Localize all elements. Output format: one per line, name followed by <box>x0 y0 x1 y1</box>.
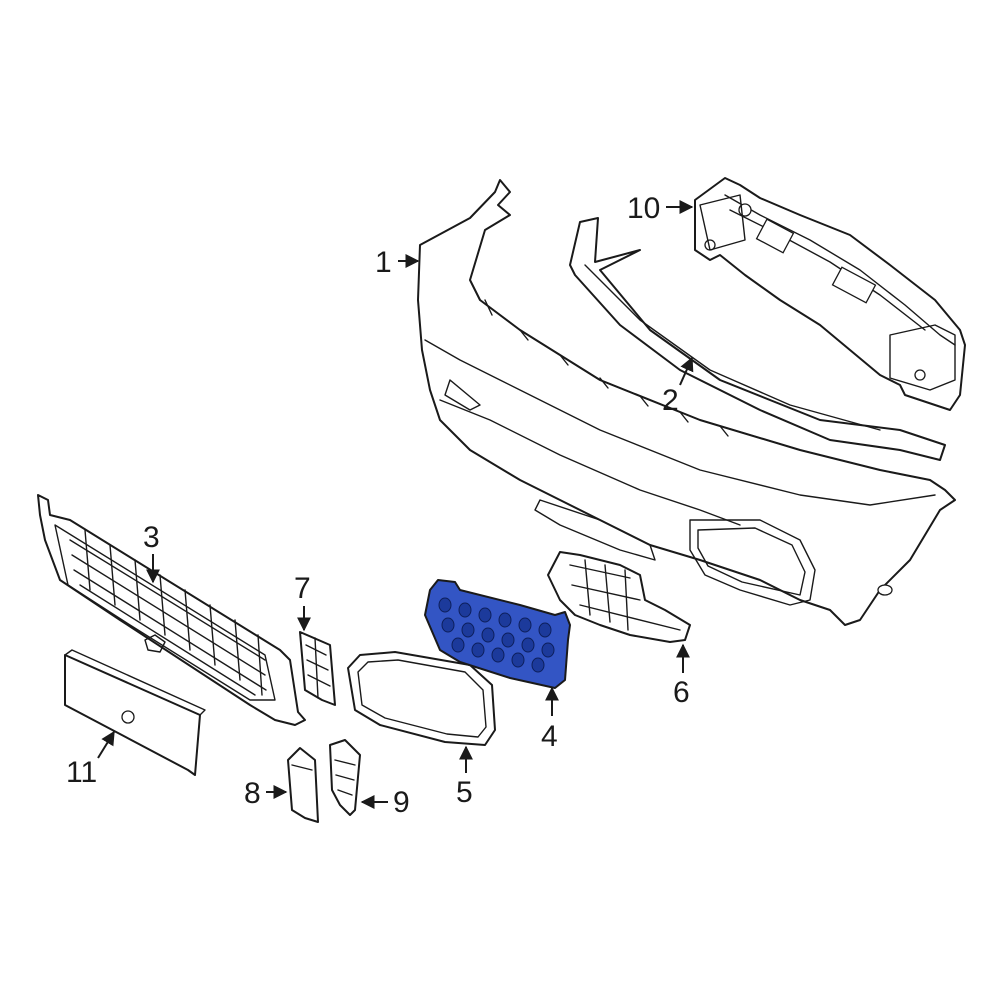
part-8-cap[interactable] <box>287 747 319 823</box>
callout-9: 9 <box>360 786 410 819</box>
callout-1: 1 <box>375 246 420 279</box>
callout-2: 2 <box>662 356 694 417</box>
callout-5: 5 <box>456 745 473 809</box>
part-7-bracket[interactable] <box>299 631 336 706</box>
callout-label-8: 8 <box>244 777 261 810</box>
callout-label-4: 4 <box>541 720 558 753</box>
part-11-plate-bracket[interactable] <box>64 649 206 776</box>
leader-arrow-2 <box>679 356 694 386</box>
callout-6: 6 <box>673 643 690 709</box>
callout-7: 7 <box>294 572 311 632</box>
part-6-bracket[interactable] <box>547 551 691 643</box>
part-1-bumper-cover[interactable] <box>417 179 956 626</box>
callout-3: 3 <box>143 521 160 584</box>
callout-label-10: 10 <box>627 192 660 225</box>
callout-label-5: 5 <box>456 776 473 809</box>
callout-label-11: 11 <box>66 756 97 789</box>
callout-4: 4 <box>541 686 559 753</box>
callout-8: 8 <box>244 777 288 810</box>
callout-11: 11 <box>66 730 115 789</box>
callout-label-6: 6 <box>673 676 690 709</box>
callout-label-3: 3 <box>143 521 160 554</box>
part-3-grille[interactable] <box>37 494 306 726</box>
part-5-bezel-ring[interactable] <box>347 651 496 746</box>
callout-label-7: 7 <box>294 572 311 605</box>
part-2-energy-absorber[interactable] <box>569 217 946 461</box>
callout-10: 10 <box>627 192 694 225</box>
callout-label-1: 1 <box>375 246 392 279</box>
part-10-reinforcement[interactable] <box>694 177 966 411</box>
leader-arrow-11 <box>97 730 115 759</box>
part-4-grille-insert[interactable] <box>424 579 571 689</box>
grille-mesh <box>69 529 267 696</box>
part-9-clip[interactable] <box>329 739 361 816</box>
callout-label-9: 9 <box>393 786 410 819</box>
callout-label-2: 2 <box>662 384 679 417</box>
grille-insert-cells <box>438 597 555 673</box>
